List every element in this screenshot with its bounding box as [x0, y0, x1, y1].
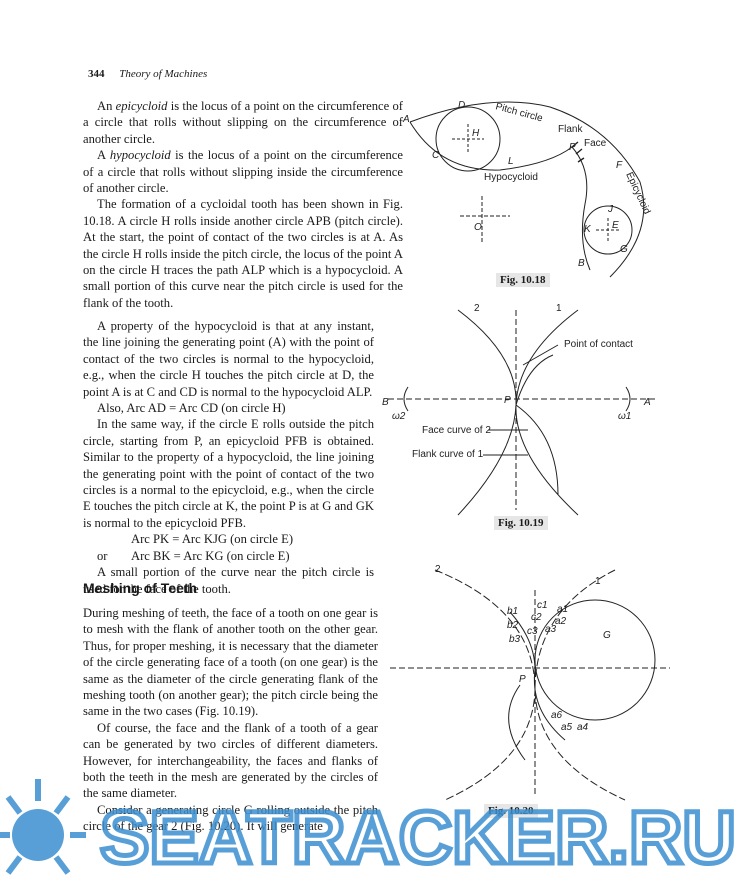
label-f: F	[616, 160, 623, 171]
paragraph-interchangeability: Of course, the face and the flank of a t…	[83, 720, 378, 801]
label-a: A	[643, 397, 651, 408]
page-number: 344	[88, 68, 105, 80]
paragraph-face-portion: A small portion of the curve near the pi…	[83, 565, 374, 596]
column-text-middle: A property of the hypocycloid is that at…	[83, 318, 374, 597]
paragraph-arc-ad: Also, Arc AD = Arc CD (on circle H)	[97, 401, 286, 416]
label-g: G	[620, 244, 628, 255]
label-a1: a1	[557, 604, 568, 615]
label-face: Face	[584, 138, 607, 149]
label-a2: a2	[555, 616, 567, 627]
section-heading: Meshing of Teeth	[83, 580, 198, 596]
label-flank: Flank	[558, 124, 583, 135]
label-gear-1: 1	[595, 576, 601, 587]
tooth-profile	[509, 611, 566, 741]
label-j: J	[607, 204, 614, 215]
label-a5: a5	[561, 722, 573, 733]
label-hypocycloid: Hypocycloid	[484, 172, 538, 183]
paragraph-formation: The formation of a cycloidal tooth has b…	[83, 197, 403, 310]
label-gear-1: 1	[556, 303, 562, 314]
label-l: L	[508, 156, 514, 167]
circle-h	[435, 106, 501, 172]
label-g: G	[603, 630, 611, 641]
label-b: B	[578, 258, 585, 269]
paragraph-epicycloid: An epicycloid is the locus of a point on…	[83, 99, 403, 146]
sun-logo-icon	[0, 779, 86, 875]
label-gear-2: 2	[435, 564, 441, 575]
label-p: P	[504, 395, 511, 406]
term-hypocycloid: hypocycloid	[109, 148, 171, 163]
label-a: A	[402, 114, 410, 125]
label-omega-2: ω2	[392, 411, 406, 422]
label-point-of-contact: Point of contact	[564, 339, 633, 350]
label-k: K	[584, 224, 592, 235]
epicycloid-curve	[571, 146, 591, 271]
column-text-lower: During meshing of teeth, the face of a t…	[83, 605, 378, 835]
pitch-circle-arc	[409, 101, 645, 278]
label-a6: a6	[551, 710, 563, 721]
generating-circle-g	[534, 599, 656, 721]
paragraph-property: A property of the hypocycloid is that at…	[83, 319, 374, 399]
term-epicycloid: epicycloid	[115, 99, 168, 113]
hypocycloid-curve	[409, 121, 573, 171]
label-h: H	[472, 128, 480, 139]
rotation-arrow-2	[403, 386, 409, 412]
watermark: SEATRACKER.RU	[0, 779, 738, 882]
label-b: B	[382, 397, 389, 408]
column-text-upper: An epicycloid is the locus of a point on…	[83, 98, 403, 311]
label-flank-curve-1: Flank curve of 1	[412, 449, 484, 460]
paragraph-meshing: During meshing of teeth, the face of a t…	[83, 606, 378, 719]
lower-profile	[508, 684, 526, 761]
paragraph-hypocycloid: A hypocycloid is the locus of a point on…	[83, 148, 403, 196]
caption-fig-10-18: Fig. 10.18	[496, 273, 550, 287]
caption-fig-10-20: Fig. 10.20	[484, 804, 538, 818]
caption-fig-10-19: Fig. 10.19	[494, 516, 548, 530]
label-b3: b3	[509, 634, 521, 645]
label-b2: b2	[507, 620, 519, 631]
paragraph-epicycloid-formation: In the same way, if the circle E rolls o…	[83, 417, 374, 530]
label-p: P	[569, 142, 576, 153]
rotation-arrow-1	[625, 386, 631, 412]
label-c2: c2	[531, 612, 542, 623]
label-face-curve-2: Face curve of 2	[422, 425, 491, 436]
watermark-text: SEATRACKER.RU	[100, 796, 736, 879]
pitch-circle-1	[534, 569, 626, 801]
figure-10-18: A D H C L Pitch circle Flank Face P F Hy…	[402, 100, 652, 278]
book-title: Theory of Machines	[119, 68, 208, 80]
label-c3: c3	[527, 626, 538, 637]
label-e: E	[612, 220, 619, 231]
paragraph-consider: Consider a generating circle G rolling o…	[83, 802, 378, 834]
label-c: C	[432, 150, 440, 161]
label-b1: b1	[507, 606, 518, 617]
contact-arc	[515, 354, 554, 406]
label-d: D	[458, 100, 465, 111]
label-a3: a3	[545, 624, 557, 635]
generating-circle-arc	[515, 404, 559, 496]
running-header: 344 Theory of Machines	[88, 68, 207, 80]
label-gear-2: 2	[474, 303, 480, 314]
circle-e	[583, 205, 633, 255]
figure-10-19: 2 1 Point of contact B A P ω2 ω1 Face cu…	[382, 303, 658, 516]
pitch-circle-1	[457, 309, 517, 516]
label-omega-1: ω1	[618, 411, 631, 422]
label-p: P	[519, 674, 526, 685]
label-o: O	[474, 222, 482, 233]
figure-10-20: 2 1 G P b1 b2 b3 c1 c2 c3 a1 a2 a3 a4 a5…	[390, 564, 670, 801]
equation-arc-pk: Arc PK = Arc KJG (on circle E)	[131, 532, 294, 547]
label-a4: a4	[577, 722, 589, 733]
label-c1: c1	[537, 600, 548, 611]
